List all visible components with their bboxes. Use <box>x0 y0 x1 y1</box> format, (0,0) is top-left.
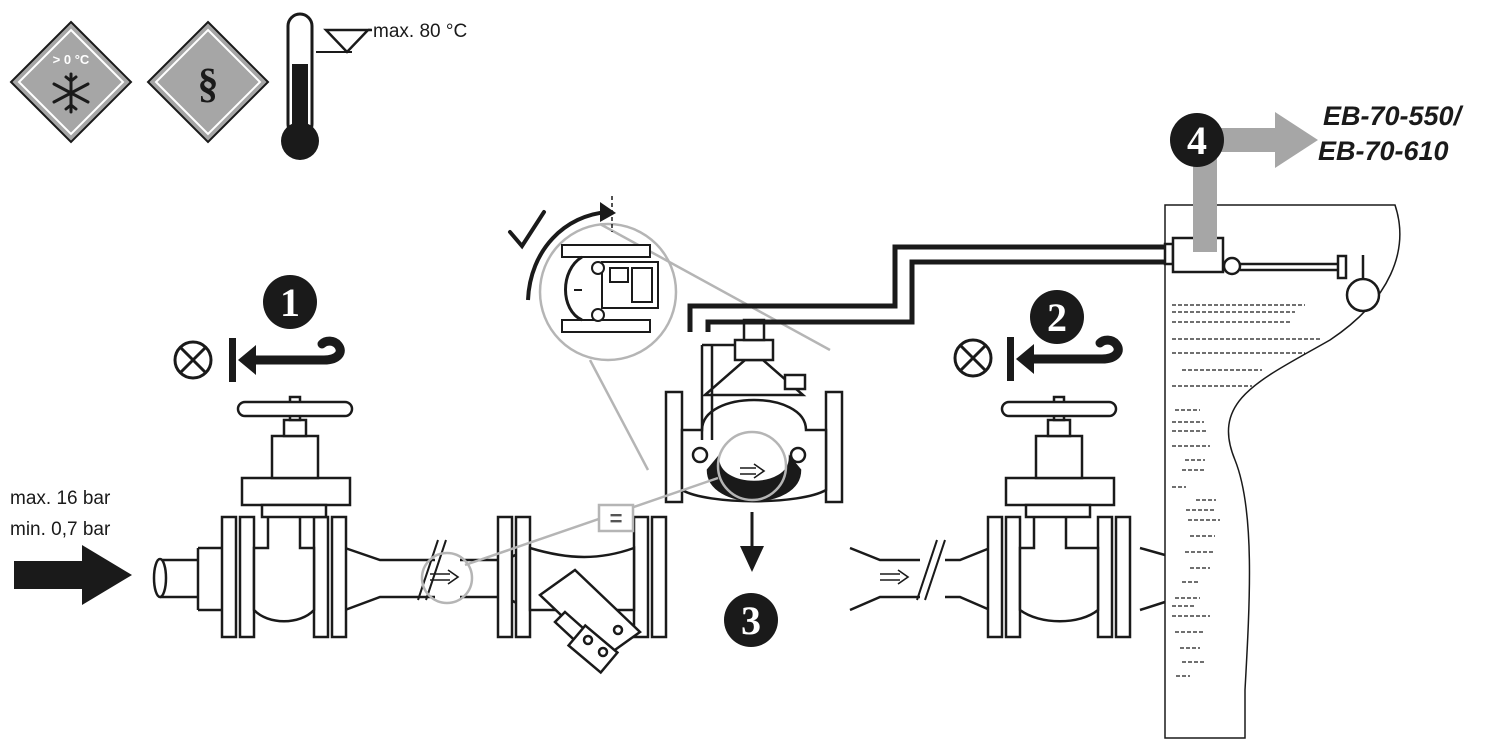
step-3-number: 3 <box>741 598 761 643</box>
rotate-direction-arrow-icon <box>526 210 609 301</box>
pilot-detail-magnified <box>561 244 659 333</box>
checkmark-icon <box>508 210 546 250</box>
strainer-symbol-label: = <box>610 506 623 531</box>
temperature-label: max. 80 °C <box>373 21 467 42</box>
step-marker-1: 1 <box>263 275 317 329</box>
pressure-min-label: min. 0,7 bar <box>10 519 111 540</box>
reference-arrow-icon <box>1193 112 1318 252</box>
thermometer-icon <box>281 12 372 160</box>
step-4-number: 4 <box>1187 118 1207 163</box>
step-marker-3: 3 <box>724 593 778 647</box>
close-valve-icon <box>173 340 213 380</box>
reservoir-tank <box>1164 204 1401 739</box>
rotate-arrowhead-icon <box>600 202 616 222</box>
frost-sign-text: > 0 °C <box>53 52 90 67</box>
turn-handwheel-arrow-icon <box>229 336 345 382</box>
step-marker-4: 4 <box>1170 113 1224 167</box>
drain-arrow-icon <box>740 512 764 572</box>
inflow-arrow-icon <box>14 545 132 605</box>
shutoff-valve-1 <box>220 395 354 639</box>
pipe-break-mark <box>417 539 946 601</box>
step-2-number: 2 <box>1047 295 1067 340</box>
shutoff-valve-2 <box>986 395 1132 639</box>
pressure-max-label: max. 16 bar <box>10 488 111 509</box>
flow-direction-arrow-icon <box>880 569 910 585</box>
legal-regulation-sign: § <box>146 20 270 144</box>
step-marker-2: 2 <box>1030 290 1084 344</box>
callout-lines <box>420 222 831 605</box>
snowflake-icon <box>52 72 90 114</box>
reference-line-1: EB-70-550/ <box>1323 101 1464 131</box>
control-valve <box>664 318 844 504</box>
strainer <box>496 515 668 675</box>
control-tubing <box>687 244 1165 332</box>
turn-handwheel-arrow-icon <box>1007 335 1123 381</box>
reference-line-2: EB-70-610 <box>1318 136 1449 166</box>
water-level-marks <box>1172 304 1320 677</box>
close-valve-icon <box>953 338 993 378</box>
frost-protection-sign: > 0 °C <box>9 20 133 144</box>
step-1-number: 1 <box>280 280 300 325</box>
legal-sign-text: § <box>198 61 219 107</box>
